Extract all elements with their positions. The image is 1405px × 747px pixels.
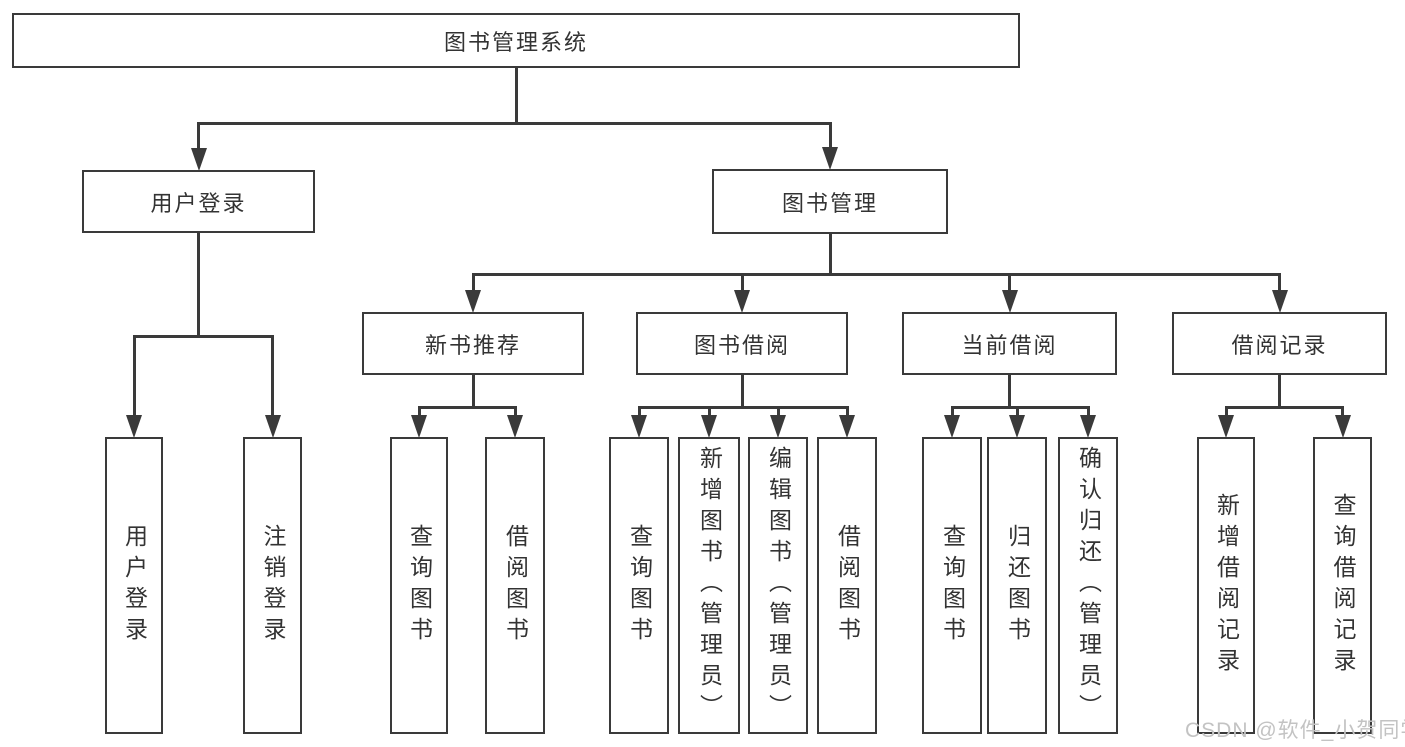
node-borrow-record: 借阅记录 [1172, 312, 1387, 375]
arrowhead-down-icon [822, 147, 838, 170]
node-user-login: 用户登录 [82, 170, 315, 233]
node-leaf-confirm-return: 确认归还（管理员） [1058, 437, 1118, 734]
connector-bar-current-borrow [950, 406, 1090, 409]
arrowhead-down-icon [1334, 415, 1351, 438]
connector-stem-current-borrow [1008, 273, 1011, 292]
node-leaf-borrow-book-1: 借阅图书 [485, 437, 545, 734]
connector-stem-leaf-query-book-3 [950, 406, 954, 417]
node-leaf-query-record: 查询借阅记录 [1313, 437, 1372, 734]
arrowhead-down-icon [770, 415, 786, 438]
node-label-new-book-rec: 新书推荐 [424, 332, 521, 358]
node-leaf-add-book: 新增图书（管理员） [678, 437, 740, 734]
arrowhead-down-icon [411, 415, 427, 438]
connector-stub-current-borrow [1008, 374, 1011, 408]
node-label-user-login: 用户登录 [150, 190, 247, 216]
arrowhead-down-icon [1271, 290, 1288, 313]
connector-stem-leaf-add-book [707, 406, 711, 417]
connector-stub-book-borrow [740, 374, 744, 408]
connector-stem-leaf-query-book-1 [417, 406, 421, 417]
connector-bar-book-borrow [637, 406, 849, 409]
node-current-borrow: 当前借阅 [902, 312, 1117, 375]
node-leaf-logout: 注销登录 [243, 437, 302, 734]
arrowhead-down-icon [734, 290, 750, 313]
connector-bar-new-book-rec [417, 406, 517, 409]
node-label-leaf-borrow-book-1: 借阅图书 [502, 523, 529, 648]
connector-bar-book-mgmt [471, 273, 1281, 276]
arrowhead-down-icon [631, 415, 647, 438]
node-label-current-borrow: 当前借阅 [961, 332, 1058, 358]
node-label-leaf-user-login: 用户登录 [121, 523, 148, 648]
node-new-book-rec: 新书推荐 [362, 312, 584, 375]
node-label-leaf-return-book: 归还图书 [1004, 523, 1031, 648]
node-label-book-borrow: 图书借阅 [693, 332, 790, 358]
node-leaf-query-book-3: 查询图书 [922, 437, 982, 734]
connector-stem-leaf-add-record [1224, 406, 1228, 417]
connector-stem-leaf-borrow-book-1 [513, 406, 517, 417]
connector-bar-root [197, 122, 832, 125]
arrowhead-down-icon [190, 148, 207, 171]
node-label-leaf-borrow-book-2: 借阅图书 [834, 523, 861, 648]
arrowhead-down-icon [1218, 415, 1234, 438]
connector-stem-leaf-return-book [1015, 406, 1019, 417]
node-label-root: 图书管理系统 [443, 29, 588, 55]
csdn-watermark: CSDN @软件_小贺同学 [1185, 719, 1405, 742]
connector-stem-leaf-query-record [1341, 406, 1344, 417]
connector-stem-leaf-borrow-book-2 [845, 406, 849, 417]
node-label-leaf-query-record: 查询借阅记录 [1330, 492, 1356, 679]
node-leaf-query-book-1: 查询图书 [390, 437, 448, 734]
connector-stem-leaf-logout [271, 335, 274, 417]
connector-stem-leaf-confirm-return [1086, 406, 1090, 417]
node-leaf-user-login: 用户登录 [105, 437, 163, 734]
connector-stub-borrow-record [1278, 374, 1281, 408]
arrowhead-down-icon [1009, 415, 1025, 438]
connector-stem-book-borrow [740, 273, 744, 292]
connector-stem-user-login [197, 122, 200, 150]
arrowhead-down-icon [264, 415, 281, 438]
node-label-book-mgmt: 图书管理 [781, 190, 878, 216]
node-leaf-query-book-2: 查询图书 [609, 437, 669, 734]
arrowhead-down-icon [701, 415, 717, 438]
node-label-leaf-logout: 注销登录 [260, 523, 286, 648]
connector-bar-borrow-record [1224, 406, 1344, 409]
arrowhead-down-icon [126, 415, 142, 438]
node-root: 图书管理系统 [12, 13, 1020, 68]
node-leaf-borrow-book-2: 借阅图书 [817, 437, 877, 734]
connector-stub-user-login [197, 232, 200, 337]
node-book-mgmt: 图书管理 [712, 169, 948, 234]
arrowhead-down-icon [1001, 290, 1018, 313]
arrowhead-down-icon [1080, 415, 1096, 438]
arrowhead-down-icon [507, 415, 523, 438]
node-label-leaf-query-book-1: 查询图书 [406, 523, 433, 648]
node-label-leaf-add-record: 新增借阅记录 [1213, 492, 1240, 679]
connector-stub-new-book-rec [471, 374, 475, 408]
connector-stem-book-mgmt [828, 122, 832, 149]
connector-stem-leaf-query-book-2 [637, 406, 641, 417]
connector-stem-new-book-rec [471, 273, 475, 292]
connector-bar-user-login [132, 335, 274, 338]
connector-stem-borrow-record [1278, 273, 1281, 292]
arrowhead-down-icon [839, 415, 855, 438]
connector-stem-leaf-user-login [132, 335, 136, 417]
node-label-leaf-edit-book: 编辑图书（管理员） [765, 446, 792, 725]
arrowhead-down-icon [944, 415, 960, 438]
node-leaf-return-book: 归还图书 [987, 437, 1047, 734]
node-label-leaf-query-book-2: 查询图书 [626, 523, 653, 648]
node-label-leaf-query-book-3: 查询图书 [939, 523, 966, 648]
arrowhead-down-icon [465, 290, 481, 313]
node-leaf-edit-book: 编辑图书（管理员） [748, 437, 808, 734]
node-label-borrow-record: 借阅记录 [1231, 332, 1328, 358]
node-leaf-add-record: 新增借阅记录 [1197, 437, 1255, 734]
connector-stub-root [514, 67, 518, 124]
node-label-leaf-confirm-return: 确认归还（管理员） [1075, 446, 1102, 725]
node-label-leaf-add-book: 新增图书（管理员） [696, 446, 723, 725]
node-book-borrow: 图书借阅 [636, 312, 848, 375]
connector-stub-book-mgmt [828, 233, 832, 275]
connector-stem-leaf-edit-book [776, 406, 780, 417]
